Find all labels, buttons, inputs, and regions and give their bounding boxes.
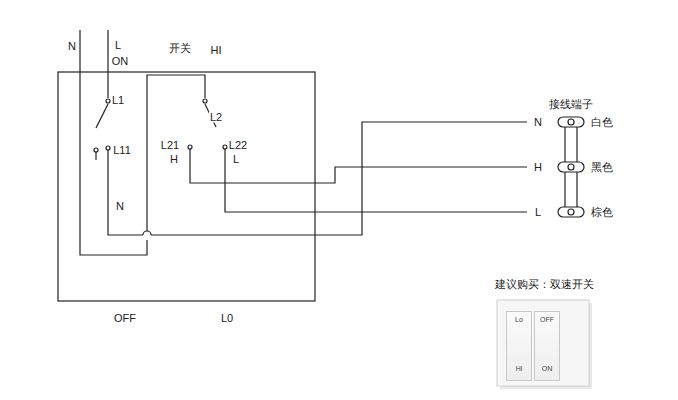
button-text: Lo xyxy=(515,316,523,323)
wire-label: N xyxy=(67,41,77,52)
wire-label: L22 xyxy=(228,140,248,151)
wire-label: HI xyxy=(210,45,223,56)
wire-label: L0 xyxy=(220,313,234,324)
switch-housing xyxy=(58,72,315,301)
wire-label: N xyxy=(115,201,125,212)
wire-crossover xyxy=(143,231,151,235)
switch-pivot xyxy=(106,99,110,103)
button-text: Hi xyxy=(516,365,523,372)
wire-label: ON xyxy=(111,56,130,67)
switch-contact xyxy=(94,148,98,152)
wire-label: H xyxy=(169,154,179,165)
wire-label: 棕色 xyxy=(590,207,614,218)
switch-contact xyxy=(188,145,192,149)
wire-label: L11 xyxy=(112,145,132,156)
rocker-button: OFF ON xyxy=(534,311,560,381)
switch-panel xyxy=(497,300,589,386)
terminal-screw xyxy=(568,209,574,215)
wire-label: 黑色 xyxy=(590,162,614,173)
wire-label: H xyxy=(533,162,543,173)
wire-label: L1 xyxy=(111,95,125,106)
wire-label: L2 xyxy=(209,112,223,123)
button-text: ON xyxy=(542,365,553,372)
wire-label: 建议购买：双速开关 xyxy=(494,279,595,290)
wire-label: 白色 xyxy=(590,117,614,128)
wire xyxy=(147,75,205,231)
terminal xyxy=(558,117,584,127)
button-text: OFF xyxy=(540,316,554,323)
terminal xyxy=(558,162,584,172)
wire-label: L xyxy=(534,207,542,218)
switch-contact xyxy=(223,145,227,149)
wire xyxy=(108,150,143,235)
switch-contact xyxy=(106,146,110,150)
wire-label: L21 xyxy=(160,140,180,151)
switch-pivot xyxy=(203,99,207,103)
wire-label: 开关 xyxy=(168,43,192,54)
wire-label: L xyxy=(232,154,240,165)
live-wire xyxy=(107,30,108,98)
switch-contact-lead xyxy=(95,152,96,160)
terminal-screw xyxy=(568,164,574,170)
wire xyxy=(151,122,527,235)
wire-label: L xyxy=(114,40,122,51)
terminal xyxy=(558,207,584,217)
switch-blade xyxy=(96,104,108,128)
wire-label: N xyxy=(533,117,543,128)
wire xyxy=(225,149,527,212)
neutral-wire xyxy=(80,30,147,255)
wire xyxy=(190,149,527,183)
terminal-screw xyxy=(568,119,574,125)
rocker-button: LoHi xyxy=(506,311,532,381)
wire-label: OFF xyxy=(113,313,137,324)
wire-label: 接线端子 xyxy=(548,99,594,110)
